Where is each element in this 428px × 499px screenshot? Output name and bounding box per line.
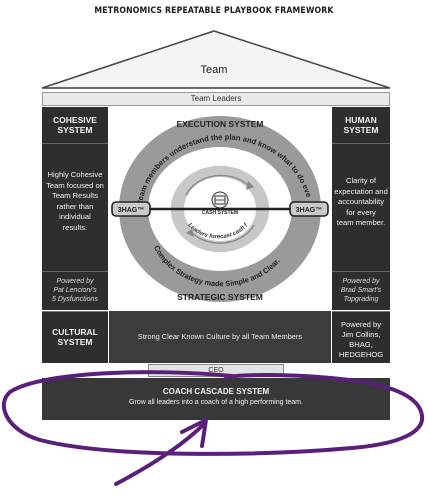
cultural-system-cell: CULTURAL SYSTEM bbox=[42, 311, 108, 363]
right-hag-box bbox=[289, 201, 329, 217]
cultural-powered-by: Powered by Jim Collins, BHAG, HEDGEHOG bbox=[338, 320, 384, 359]
cultural-center-cell: Strong Clear Known Culture by all Team M… bbox=[109, 311, 331, 363]
execution-system-label: EXECUTION SYSTEM bbox=[177, 119, 264, 129]
left-hag-box bbox=[111, 201, 151, 217]
diagram-title: METRONOMICS REPEATABLE PLAYBOOK FRAMEWOR… bbox=[94, 6, 334, 16]
circular-arrow-icon bbox=[185, 174, 249, 196]
left-hag-label: 3HAG™ bbox=[118, 207, 144, 214]
cohesive-system-heading: COHESIVE SYSTEM bbox=[53, 115, 97, 135]
coach-cascade-title: COACH CASCADE SYSTEM bbox=[162, 387, 270, 396]
human-system-powered-by: Powered by Brad Smart's Topgrading bbox=[340, 278, 382, 303]
execution-strategy-diagram: All team members understand the plan and… bbox=[108, 107, 329, 302]
strategic-system-label: STRATEGIC SYSTEM bbox=[177, 292, 263, 302]
roof-label: Team bbox=[200, 64, 228, 76]
cohesive-system-pillar: COHESIVE SYSTEM Highly Cohesive Team foc… bbox=[42, 107, 108, 310]
human-system-heading: HUMAN SYSTEM bbox=[343, 115, 379, 135]
team-leaders-bar: Team Leaders bbox=[42, 92, 390, 106]
coach-cascade-bar: COACH CASCADE SYSTEM Grow all leaders in… bbox=[42, 378, 390, 420]
hand-drawn-arrowhead bbox=[180, 418, 208, 448]
human-system-description: Clarity of expectation and accountabilit… bbox=[334, 176, 388, 227]
right-hag-label: 3HAG™ bbox=[296, 207, 322, 214]
coach-cascade-subtitle: Grow all leaders into a coach of a high … bbox=[129, 399, 303, 406]
hand-drawn-arrow bbox=[114, 422, 206, 486]
hand-drawn-ellipse bbox=[1, 370, 425, 456]
cohesive-system-description: Highly Cohesive Team focused on Team Res… bbox=[46, 170, 104, 232]
cash-system-label: CASH SYSTEM bbox=[202, 210, 238, 216]
cultural-powered-by-cell: Powered by Jim Collins, BHAG, HEDGEHOG bbox=[332, 311, 390, 363]
cultural-system-heading: CULTURAL SYSTEM bbox=[52, 327, 98, 347]
human-system-pillar: HUMAN SYSTEM Clarity of expectation and … bbox=[332, 107, 390, 310]
cohesive-system-powered-by: Powered by Pat Lencioni's 5 Dysfunctions bbox=[52, 278, 98, 303]
